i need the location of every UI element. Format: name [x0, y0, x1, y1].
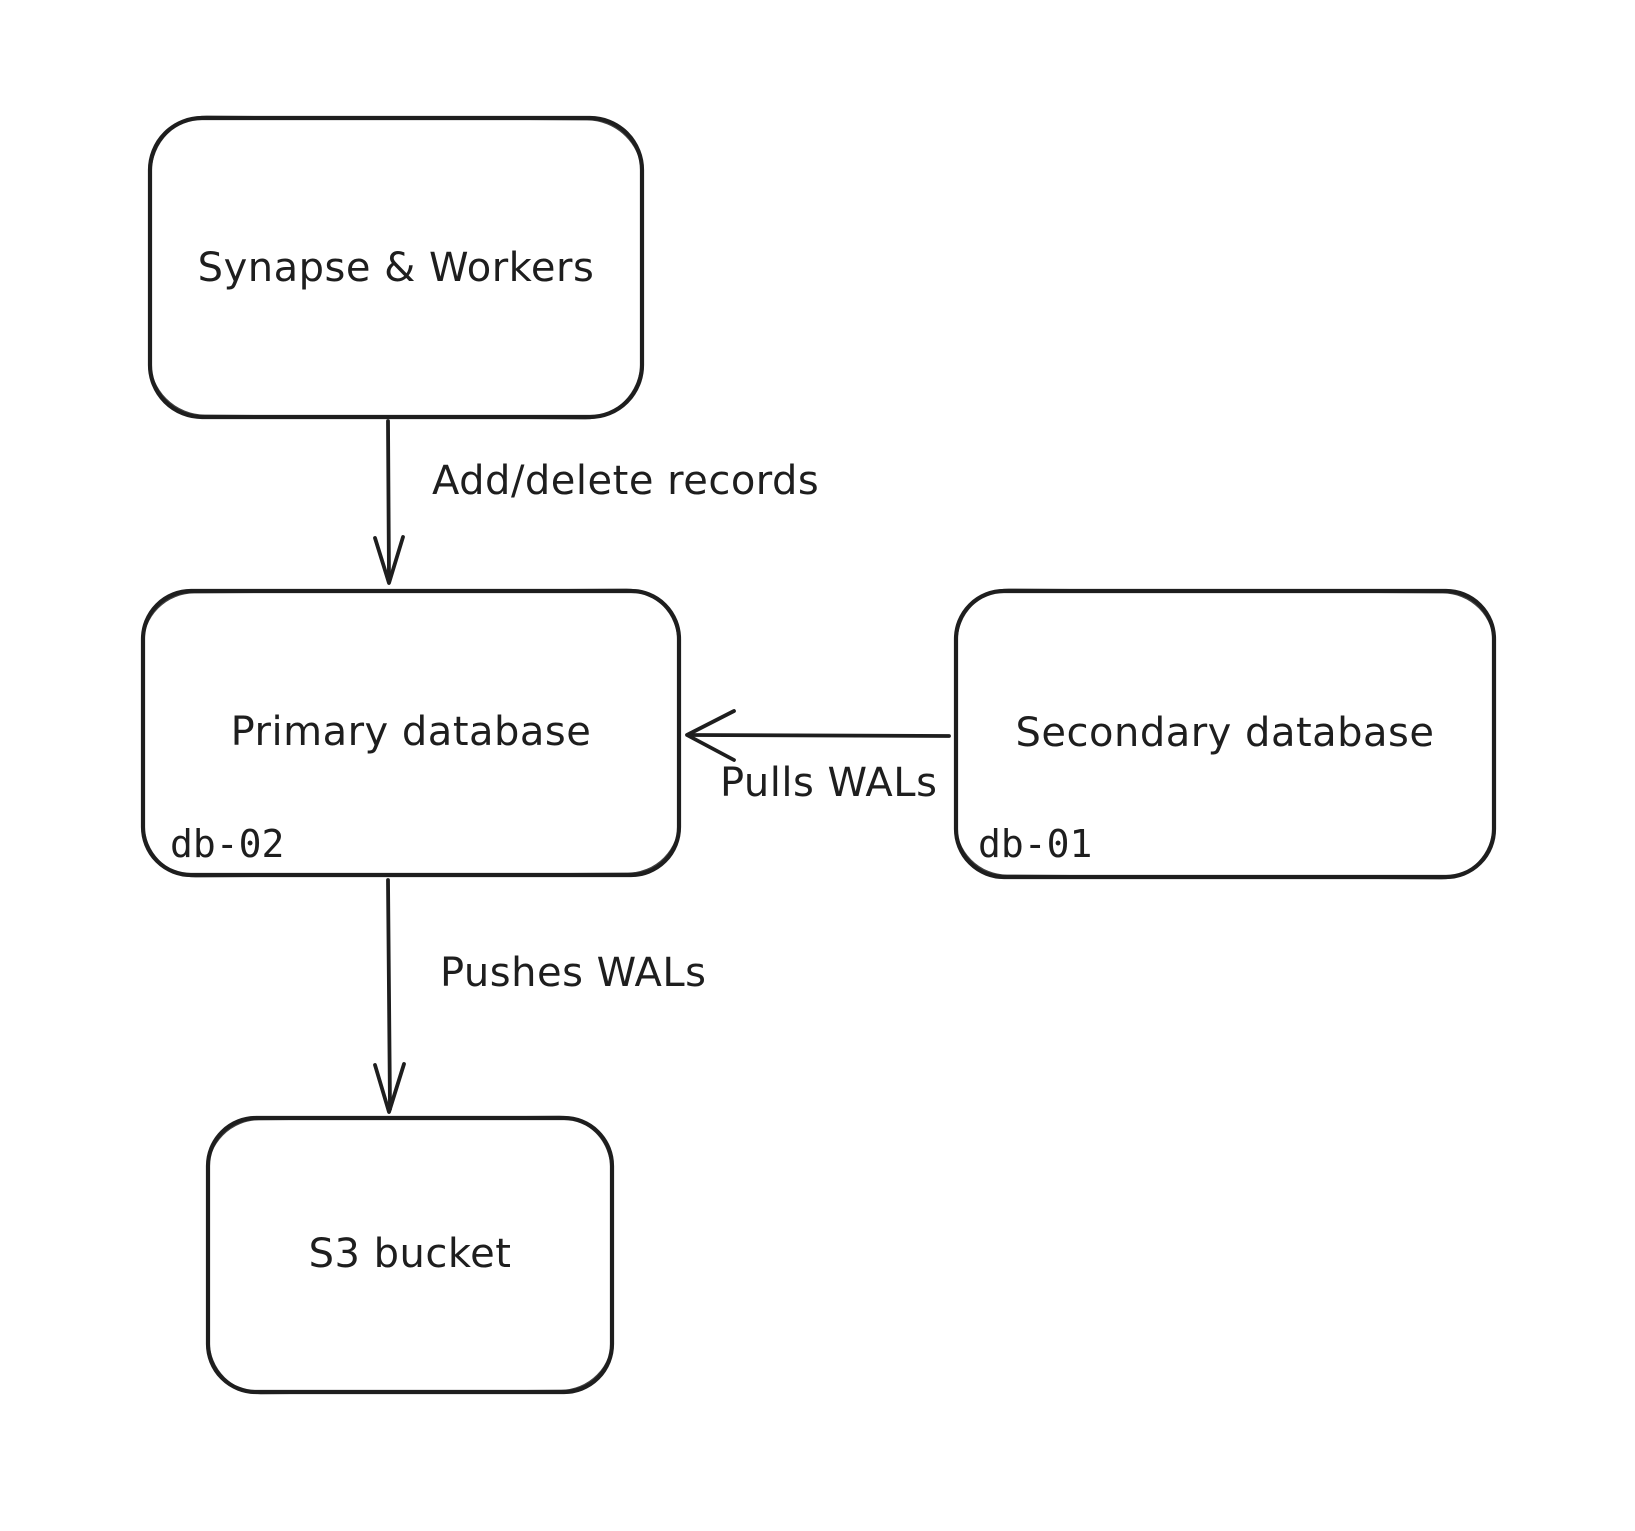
node-label-synapse-workers: Synapse & Workers — [197, 244, 595, 291]
arrow-pushes-wals — [373, 878, 406, 1114]
node-label-primary-database: Primary database — [230, 709, 592, 755]
node-box-synapse-workers — [147, 115, 645, 420]
edge-label-pushes-wals: Pushes WALs — [440, 950, 707, 996]
node-box-secondary-database — [953, 588, 1497, 880]
node-box-primary-database — [140, 588, 682, 878]
arrow-pulls-wals — [685, 709, 951, 762]
edge-label-pulls-wals: Pulls WALs — [720, 760, 938, 806]
edge-label-add-delete-records: Add/delete records — [432, 458, 820, 504]
node-code-label-primary-database: db-02 — [170, 822, 285, 866]
node-label-secondary-database: Secondary database — [1015, 710, 1435, 756]
node-label-s3-bucket: S3 bucket — [308, 1231, 512, 1277]
node-code-label-secondary-database: db-01 — [978, 822, 1093, 866]
node-box-s3-bucket — [205, 1115, 615, 1395]
arrow-add-delete-records — [373, 419, 405, 585]
